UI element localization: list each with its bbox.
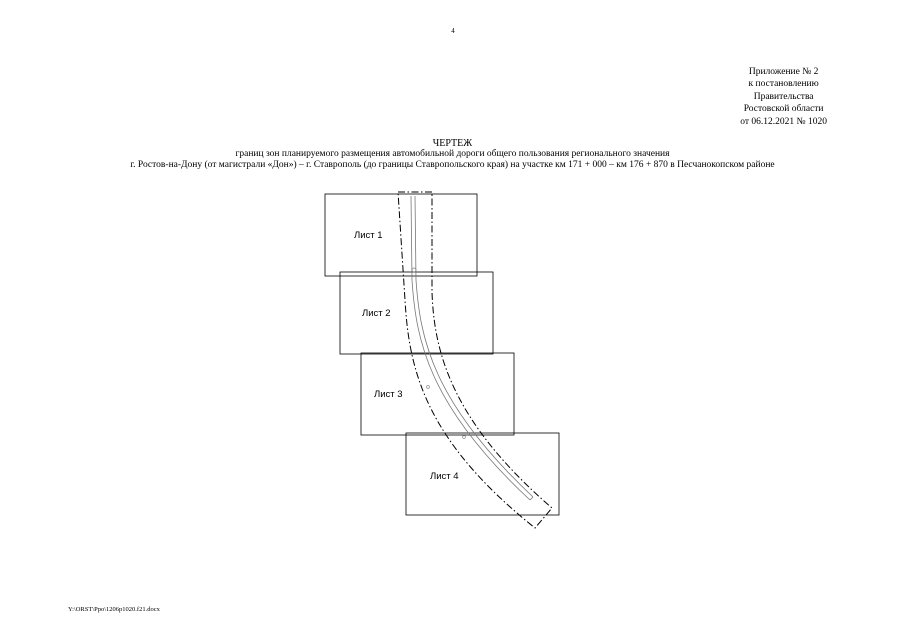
document-subtitle-line-2: г. Ростов-на-Дону (от магистрали «Дон») …: [130, 160, 775, 171]
road-end-cap: [529, 496, 534, 501]
appendix-line: к постановлению: [748, 79, 819, 90]
page-number: 4: [451, 27, 455, 35]
sheet-label-2: Лист 2: [362, 308, 391, 319]
sheet-frame-4: [405, 432, 560, 516]
appendix-line: от 06.12.2021 № 1020: [740, 116, 827, 127]
sheet-frame-3: [360, 352, 515, 436]
road-left-edge: [410, 195, 531, 501]
road-marker: [462, 435, 466, 439]
road-marker: [426, 385, 430, 389]
appendix-line: Правительства: [753, 91, 814, 102]
sheet-frame-2: [339, 271, 494, 355]
document-title: ЧЕРТЕЖ: [432, 138, 473, 149]
zone-boundary: [397, 191, 553, 529]
sheet-label-3: Лист 3: [374, 389, 403, 400]
document-heading: ЧЕРТЕЖ границ зон планируемого размещени…: [0, 138, 905, 172]
appendix-line: Ростовской области: [743, 104, 824, 115]
road-marker: [411, 267, 417, 273]
appendix-block: Приложение № 2 к постановлению Правитель…: [740, 66, 827, 128]
document-subtitle-line-1: границ зон планируемого размещения автом…: [235, 149, 670, 160]
sheet-label-1: Лист 1: [354, 230, 383, 241]
appendix-line: Приложение № 2: [748, 67, 819, 77]
road-right-edge: [414, 195, 534, 498]
file-path-footer: Y:\ORST\Ppo\1206p1020.f21.docx: [68, 606, 160, 613]
sheet-frame-1: [324, 193, 478, 277]
sheet-label-4: Лист 4: [430, 471, 459, 482]
